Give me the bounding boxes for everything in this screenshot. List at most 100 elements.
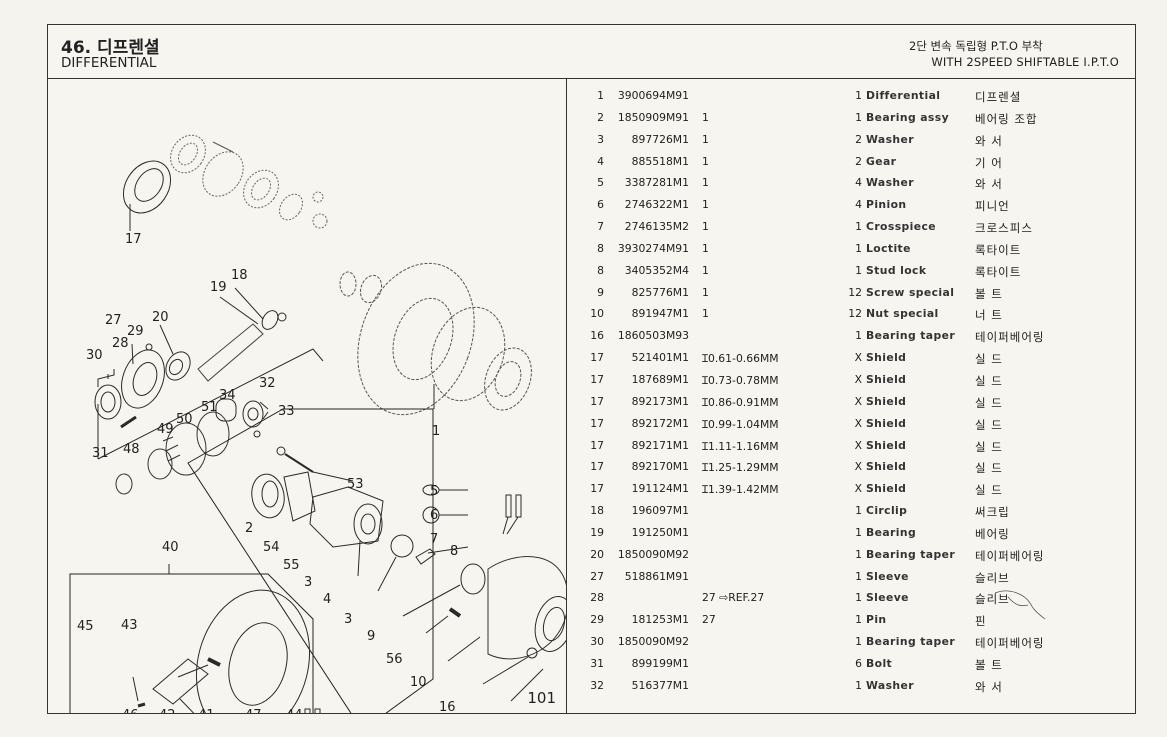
part-note: 1 bbox=[702, 132, 709, 146]
description-korean: 실 드 bbox=[975, 352, 1003, 367]
ref-number: 16 bbox=[590, 329, 604, 343]
part-number: 2746135M2 bbox=[624, 220, 689, 234]
callout-48: 48 bbox=[123, 442, 140, 457]
description: Bearing taper bbox=[866, 329, 956, 343]
description: Shield bbox=[866, 482, 907, 496]
page-header: 46. 디프렌셜 DIFFERENTIAL 2단 변속 독립형 P.T.O 부착… bbox=[48, 25, 1135, 79]
description-korean: 실 드 bbox=[975, 483, 1003, 498]
callout-17: 17 bbox=[125, 232, 142, 247]
description: Pin bbox=[866, 613, 887, 627]
callout-8: 8 bbox=[450, 544, 459, 559]
part-note: 1 bbox=[702, 307, 709, 321]
part-number: 1850909M91 bbox=[617, 110, 689, 124]
section-title-english: DIFFERENTIAL bbox=[61, 55, 157, 71]
ref-number: 10 bbox=[590, 307, 604, 321]
description-korean: 너 트 bbox=[975, 308, 1003, 323]
crown-wheel-drawing bbox=[195, 589, 311, 713]
part-number: 516377M1 bbox=[631, 678, 689, 692]
part-note: 1 bbox=[702, 154, 709, 168]
ref-number: 28 bbox=[590, 591, 604, 605]
page-frame: 46. 디프렌셜 DIFFERENTIAL 2단 변속 독립형 P.T.O 부착… bbox=[47, 24, 1136, 714]
description: Gear bbox=[866, 154, 897, 168]
description-korean: 볼 트 bbox=[975, 286, 1003, 301]
description: Washer bbox=[866, 678, 914, 692]
description: Shield bbox=[866, 460, 907, 474]
part-number: 3930274M91 bbox=[617, 241, 689, 255]
description: Stud lock bbox=[866, 263, 927, 277]
quantity: 1 bbox=[855, 241, 862, 255]
callout-7: 7 bbox=[430, 532, 439, 547]
callout-46: 46 bbox=[122, 709, 139, 713]
callout-47: 47 bbox=[245, 709, 262, 713]
description: Bearing taper bbox=[866, 635, 956, 649]
description-korean: 록타이트 bbox=[975, 264, 1022, 279]
description: Bolt bbox=[866, 656, 893, 670]
description: Screw special bbox=[866, 285, 955, 299]
callout-53: 53 bbox=[347, 477, 364, 492]
ref-number: 4 bbox=[597, 154, 604, 168]
description: Bearing bbox=[866, 525, 917, 539]
description-korean: 볼 트 bbox=[975, 657, 1003, 672]
callout-6: 6 bbox=[430, 508, 439, 523]
callout-18: 18 bbox=[231, 268, 248, 283]
description-korean: 테이퍼베어링 bbox=[975, 330, 1045, 345]
callout-31: 31 bbox=[92, 446, 109, 461]
page-number: 101 bbox=[527, 689, 556, 707]
ref-number: 7 bbox=[597, 220, 604, 234]
callout-2: 2 bbox=[245, 521, 254, 536]
ref-number: 1 bbox=[597, 89, 604, 102]
part-number: 2746322M1 bbox=[624, 198, 689, 212]
description-korean: 베어링 조합 bbox=[975, 111, 1038, 126]
part-number: 892173M1 bbox=[631, 394, 689, 408]
callout-42: 42 bbox=[159, 709, 176, 713]
quantity: 4 bbox=[855, 198, 862, 212]
quantity: 1 bbox=[855, 569, 862, 583]
ref-number: 5 bbox=[597, 176, 604, 190]
description-korean: 와 서 bbox=[975, 177, 1003, 192]
part-number: 191250M1 bbox=[631, 525, 689, 539]
ref-number: 6 bbox=[597, 198, 604, 212]
part-note: Ɪ1.25-1.29MM bbox=[702, 461, 779, 475]
subtitle-korean: 2단 변속 독립형 P.T.O 부착 bbox=[909, 39, 1043, 53]
ring-gear-drawing bbox=[357, 262, 475, 416]
callout-56: 56 bbox=[386, 652, 403, 667]
quantity: X bbox=[854, 438, 862, 452]
callout-4: 4 bbox=[323, 592, 332, 607]
callout-3: 3 bbox=[304, 575, 313, 590]
description-korean: 실 드 bbox=[975, 417, 1003, 432]
description: Sleeve bbox=[866, 569, 909, 583]
subtitle-english: WITH 2SPEED SHIFTABLE I.P.T.O bbox=[931, 55, 1119, 69]
ref-number: 17 bbox=[590, 438, 604, 452]
callout-9: 9 bbox=[367, 629, 376, 644]
callout-50: 50 bbox=[176, 412, 193, 427]
part-number: 181253M1 bbox=[631, 613, 689, 627]
quantity: X bbox=[854, 394, 862, 408]
quantity: 1 bbox=[855, 547, 862, 561]
part-note: Ɪ1.11-1.16MM bbox=[702, 439, 779, 453]
ref-number: 3 bbox=[597, 132, 604, 146]
quantity: 1 bbox=[855, 329, 862, 343]
part-number: 3387281M1 bbox=[624, 176, 689, 190]
quantity: 1 bbox=[855, 678, 862, 692]
callout-29: 29 bbox=[127, 324, 144, 339]
part-number: 1850090M92 bbox=[617, 547, 689, 561]
description-korean: 와 서 bbox=[975, 679, 1003, 694]
quantity: 1 bbox=[855, 263, 862, 277]
